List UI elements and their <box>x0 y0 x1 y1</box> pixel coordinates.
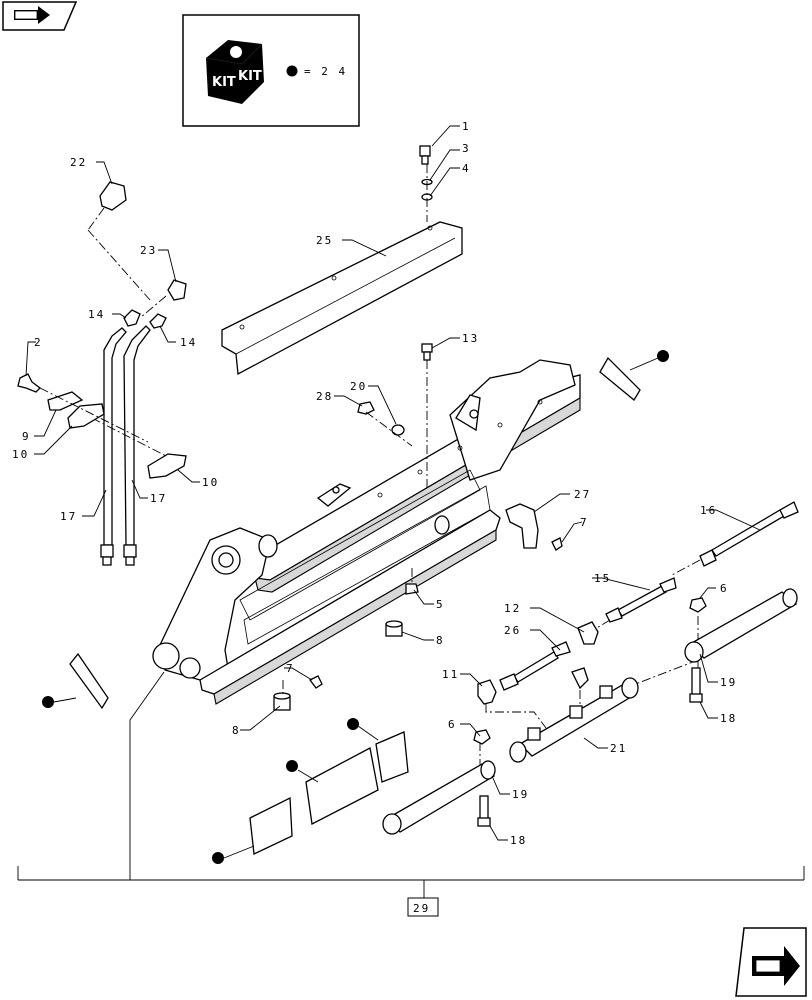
callout-16: 16 <box>700 504 717 517</box>
bolt-13 <box>421 343 433 490</box>
callout-26: 26 <box>504 624 521 637</box>
clamp-parts <box>17 373 187 479</box>
callout-23: 23 <box>140 244 157 257</box>
callout-11: 11 <box>442 668 459 681</box>
callout-1: 1 <box>462 120 471 133</box>
callout-8a: 8 <box>436 634 445 647</box>
fitting-23 <box>139 279 187 319</box>
kit-legend-box: KIT KIT = 2 4 <box>182 14 360 127</box>
callout-7b: 7 <box>286 662 295 675</box>
kit-label-left: KIT <box>212 75 236 90</box>
fitting-7 <box>309 675 323 689</box>
elbow-fitting-27 <box>505 503 563 551</box>
callout-18a: 18 <box>720 712 737 725</box>
pin-19b <box>382 760 496 835</box>
callout-14a: 14 <box>88 308 105 321</box>
callout-7a: 7 <box>580 516 589 529</box>
callout-17b: 17 <box>150 492 167 505</box>
bolt-1 <box>419 145 433 222</box>
elbow-fitting-b <box>571 667 589 690</box>
fitting-22 <box>87 181 151 301</box>
plug-8 <box>273 620 403 711</box>
callout-27: 27 <box>574 488 591 501</box>
callout-22: 22 <box>70 156 87 169</box>
quick-attach-frame <box>152 359 581 705</box>
grease-fitting-28 <box>357 401 413 447</box>
kit-label-top: KIT <box>238 69 262 84</box>
callout-14b: 14 <box>180 336 197 349</box>
callout-8b: 8 <box>232 724 241 737</box>
leader-lines <box>25 125 761 841</box>
hydraulic-hoses <box>100 325 151 566</box>
kit-cube-icon: KIT KIT <box>206 40 264 104</box>
tee-fitting-12 <box>577 621 599 645</box>
black-dot-icon <box>286 65 298 77</box>
callout-19b: 19 <box>512 788 529 801</box>
callout-19a: 19 <box>720 676 737 689</box>
next-page-arrow-icon[interactable] <box>735 927 807 997</box>
bolts-18 <box>477 667 703 827</box>
arrow-book-icon[interactable] <box>2 1 78 31</box>
callout-6a: 6 <box>720 582 729 595</box>
callout-18b: 18 <box>510 834 527 847</box>
hydraulic-line-15 <box>605 577 677 623</box>
callout-5: 5 <box>436 598 445 611</box>
assembly-bracket: 29 <box>17 671 805 917</box>
assembly-number-label: 29 <box>413 902 430 915</box>
fittings-14 <box>123 309 167 329</box>
hydraulic-line-26 <box>499 641 571 691</box>
callout-28: 28 <box>316 390 333 403</box>
guard-plate <box>221 221 463 376</box>
callout-3: 3 <box>462 142 471 155</box>
callout-10b: 10 <box>202 476 219 489</box>
callout-15: 15 <box>594 572 611 585</box>
callout-13: 13 <box>462 332 479 345</box>
callout-4: 4 <box>462 162 471 175</box>
callout-6b: 6 <box>448 718 457 731</box>
pin-19a <box>684 588 798 663</box>
callout-20: 20 <box>350 380 367 393</box>
callout-21: 21 <box>610 742 627 755</box>
callout-25: 25 <box>316 234 333 247</box>
callout-numbers: 1 3 4 25 13 22 23 14 14 2 9 10 10 17 17 … <box>12 120 737 847</box>
callout-9: 9 <box>22 430 31 443</box>
cylinder-21 <box>509 677 639 763</box>
kit-markers <box>42 350 669 864</box>
decals <box>69 356 641 855</box>
elbow-11 <box>477 679 497 705</box>
callout-10a: 10 <box>12 448 29 461</box>
callout-2: 2 <box>34 336 43 349</box>
callout-12: 12 <box>504 602 521 615</box>
kit-quantity-label: = 2 4 <box>304 65 347 78</box>
callout-17a: 17 <box>60 510 77 523</box>
hydraulic-line-16 <box>699 501 799 567</box>
